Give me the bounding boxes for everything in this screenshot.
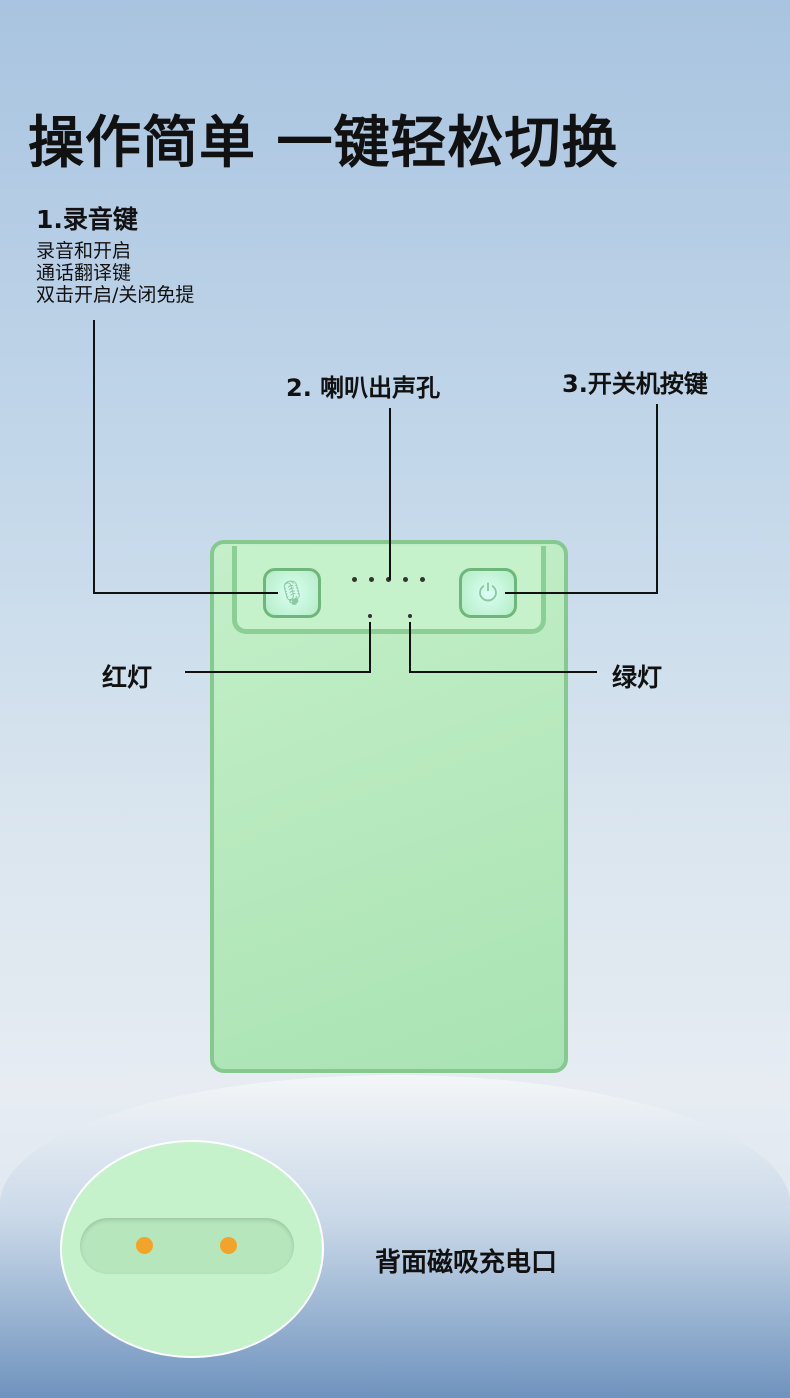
charging-pin [220,1237,237,1254]
leader-line [93,320,95,594]
speaker-hole [352,577,357,582]
page-title: 操作简单 一键轻松切换 [28,111,619,176]
red-led [368,614,372,618]
charging-port-label: 背面磁吸充电口 [375,1248,558,1278]
power-key-label: 3.开关机按键 [562,370,708,398]
charging-port [80,1218,294,1274]
speaker-hole [420,577,425,582]
leader-line [656,404,658,594]
leader-line [93,592,278,594]
desc-line: 通话翻译键 [36,262,132,284]
speaker-label: 2. 喇叭出声孔 [286,374,441,402]
desc-line: 录音和开启 [36,240,132,262]
leader-line [409,671,597,673]
leader-line [369,622,371,673]
leader-line [389,408,391,580]
record-key-heading: 1.录音键 [36,205,138,234]
speaker-hole [386,577,391,582]
leader-line [185,671,371,673]
charging-pin [136,1237,153,1254]
microphone-icon: 🎙︎ [276,579,308,607]
leader-line [409,622,411,673]
desc-line: 双击开启/关闭免提 [36,284,195,306]
green-light-label: 绿灯 [612,663,663,692]
leader-line [505,592,658,594]
speaker-hole [369,577,374,582]
green-led [408,614,412,618]
record-key-description: 录音和开启 通话翻译键 双击开启/关闭免提 [36,240,194,306]
speaker-hole [403,577,408,582]
red-light-label: 红灯 [102,663,153,692]
power-icon: ⏻ [478,579,498,607]
